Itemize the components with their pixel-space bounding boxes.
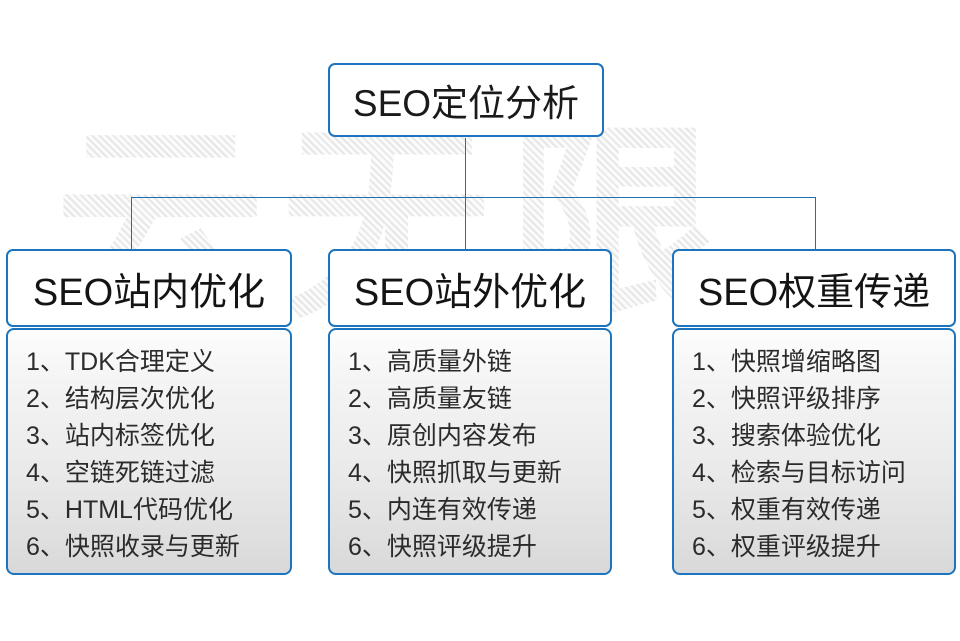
list-item: 5、HTML代码优化	[26, 496, 233, 524]
connector-horizontal-bus	[131, 197, 816, 198]
column-list-3: 1、快照增缩略图 2、快照评级排序 3、搜索体验优化 4、检索与目标访问 5、权…	[672, 328, 956, 575]
list-item: 3、站内标签优化	[26, 422, 215, 450]
list-item: 6、权重评级提升	[692, 533, 881, 561]
column-list-1: 1、TDK合理定义 2、结构层次优化 3、站内标签优化 4、空链死链过滤 5、H…	[6, 328, 292, 575]
column-header-1[interactable]: SEO站内优化	[6, 249, 292, 327]
list-item: 1、TDK合理定义	[26, 348, 215, 376]
list-item: 6、快照评级提升	[348, 533, 537, 561]
list-item: 4、检索与目标访问	[692, 459, 906, 487]
column-header-title-2: SEO站外优化	[353, 271, 587, 314]
root-node[interactable]: SEO定位分析	[328, 63, 604, 137]
list-item: 2、快照评级排序	[692, 385, 881, 413]
column-header-title-1: SEO站内优化	[32, 271, 266, 314]
list-item: 3、原创内容发布	[348, 422, 537, 450]
column-header-2[interactable]: SEO站外优化	[328, 249, 612, 327]
list-item: 6、快照收录与更新	[26, 533, 240, 561]
list-item: 1、高质量外链	[348, 348, 512, 376]
list-item: 4、快照抓取与更新	[348, 459, 562, 487]
connector-drop-column-2	[465, 197, 466, 250]
list-item: 3、搜索体验优化	[692, 422, 881, 450]
column-seo-onsite: SEO站内优化 1、TDK合理定义 2、结构层次优化 3、站内标签优化 4、空链…	[6, 249, 292, 575]
connector-drop-column-3	[815, 197, 816, 250]
connector-drop-column-1	[131, 197, 132, 250]
column-seo-weight-transfer: SEO权重传递 1、快照增缩略图 2、快照评级排序 3、搜索体验优化 4、检索与…	[672, 249, 956, 575]
column-list-2: 1、高质量外链 2、高质量友链 3、原创内容发布 4、快照抓取与更新 5、内连有…	[328, 328, 612, 575]
column-header-title-3: SEO权重传递	[697, 271, 931, 314]
list-item: 1、快照增缩略图	[692, 348, 881, 376]
list-item: 2、结构层次优化	[26, 385, 215, 413]
root-node-title: SEO定位分析	[352, 83, 580, 124]
list-item: 5、权重有效传递	[692, 496, 881, 524]
column-seo-offsite: SEO站外优化 1、高质量外链 2、高质量友链 3、原创内容发布 4、快照抓取与…	[328, 249, 612, 575]
column-header-3[interactable]: SEO权重传递	[672, 249, 956, 327]
list-item: 4、空链死链过滤	[26, 459, 215, 487]
list-item: 2、高质量友链	[348, 385, 512, 413]
list-item: 5、内连有效传递	[348, 496, 537, 524]
connector-root-vertical	[465, 138, 466, 198]
